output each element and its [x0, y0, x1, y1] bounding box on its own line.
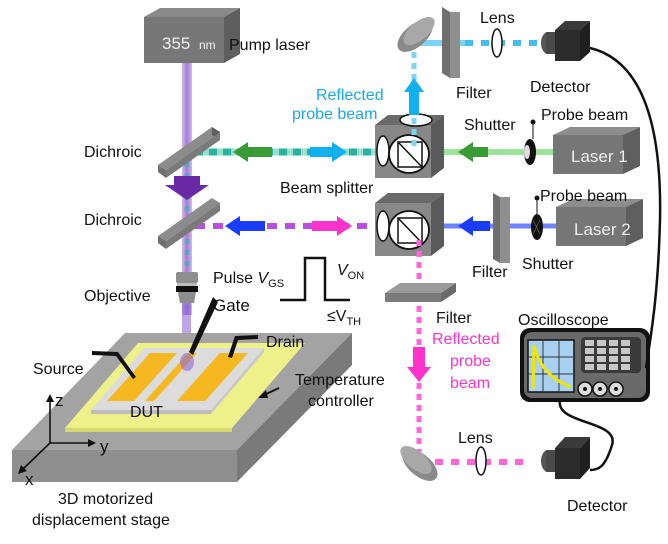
reflected-cyan-beam	[404, 40, 545, 150]
green-arrow-left-2	[458, 142, 488, 162]
dichroic-upper	[158, 127, 220, 178]
filter-top	[442, 7, 460, 78]
source-electrode	[107, 353, 177, 401]
pump-down-arrow	[165, 176, 209, 200]
cable-bottom-detector	[558, 399, 614, 472]
objective	[176, 272, 198, 303]
oscilloscope-label: Oscilloscope	[518, 312, 609, 329]
drain-leader	[228, 335, 258, 358]
probe-beam-1-label: Probe beam	[541, 107, 628, 124]
filter-mid	[493, 193, 510, 263]
filter-lower	[385, 283, 456, 302]
temp-controller-arrowhead	[258, 390, 268, 398]
lens-bottom	[475, 446, 487, 476]
stage-label-1: 3D motorized	[58, 491, 153, 508]
mirror-bottom	[400, 445, 438, 481]
laser-spot	[180, 353, 194, 371]
lens-bottom-label: Lens	[458, 430, 493, 447]
detector-top-label: Detector	[530, 79, 591, 96]
beam-splitter-2	[375, 193, 444, 256]
reflected-pink-label-1: Reflected	[432, 331, 500, 348]
pink-arrow-right	[312, 216, 352, 236]
gate-label: Gate	[213, 296, 250, 315]
dichroic-lower	[158, 198, 220, 249]
laser-2-label: Laser 2	[574, 220, 631, 239]
beam-splitter-1	[375, 113, 444, 178]
axis-y-label: y	[100, 437, 109, 456]
cyan-arrow-right	[310, 142, 347, 162]
drain-electrode	[177, 353, 248, 401]
laser-1-label: Laser 1	[571, 147, 628, 166]
source-label: Source	[33, 361, 84, 378]
temp-controller-label-2: controller	[308, 393, 374, 410]
laser-2: Laser 2	[556, 199, 643, 246]
temp-controller-label-1: Temperature	[295, 372, 385, 389]
detector-top	[541, 21, 590, 61]
beam-splitter-label: Beam splitter	[280, 180, 374, 197]
pump-laser-label: Pump laser	[229, 37, 311, 54]
pulse-label: Pulse VGS	[213, 270, 284, 290]
pump-laser: 355 nm Pump laser	[144, 8, 311, 63]
reflected-cyan-label-2: probe beam	[292, 106, 377, 123]
probe-beam-2-label: Probe beam	[540, 188, 627, 205]
shutter-2-label: Shutter	[522, 256, 574, 273]
detector-bottom-label: Detector	[567, 498, 628, 515]
scope-knobs	[577, 381, 624, 397]
gate-leader	[189, 297, 218, 355]
filter-top-label: Filter	[456, 85, 492, 102]
axis-x-label: x	[25, 470, 34, 489]
decay-trace	[531, 344, 572, 390]
pulse-waveform	[280, 256, 350, 302]
filter-mid-label: Filter	[472, 264, 508, 281]
xyz-axes	[18, 394, 96, 474]
green-arrow-left	[233, 142, 272, 162]
blue-arrow-left-2	[458, 216, 490, 236]
drain-label: Drain	[266, 334, 304, 351]
dichroic-upper-label: Dichroic	[84, 144, 142, 161]
stage-label-2: displacement stage	[32, 512, 170, 529]
filter-lower-label: Filter	[436, 310, 472, 327]
dichroic-lower-label: Dichroic	[84, 212, 142, 229]
dut-label: DUT	[130, 404, 163, 421]
axis-z-label: z	[55, 391, 64, 410]
reflected-pink-beam	[407, 240, 530, 470]
vth-label: ≤VTH	[327, 308, 361, 328]
reflected-pink-label-3: beam	[450, 375, 490, 392]
lens-top-label: Lens	[480, 10, 515, 27]
source-leader	[92, 351, 136, 379]
mirror-top	[397, 16, 435, 52]
reflected-pink-label-2: probe	[450, 353, 491, 370]
von-label: VON	[337, 262, 364, 282]
cable-top-detector	[589, 46, 662, 369]
blue-arrow-left	[225, 216, 265, 236]
objective-label: Objective	[84, 288, 151, 305]
shutter-2	[531, 195, 543, 240]
shutter-1-label: Shutter	[464, 117, 516, 134]
pump-wavelength: 355	[162, 34, 190, 53]
detector-bottom	[541, 437, 590, 479]
reflected-cyan-label-1: Reflected	[316, 87, 384, 104]
pump-unit: nm	[199, 38, 216, 52]
laser-1: Laser 1	[553, 127, 640, 174]
shutter-1	[524, 119, 536, 165]
oscilloscope	[520, 328, 650, 402]
lens-top	[491, 28, 503, 58]
